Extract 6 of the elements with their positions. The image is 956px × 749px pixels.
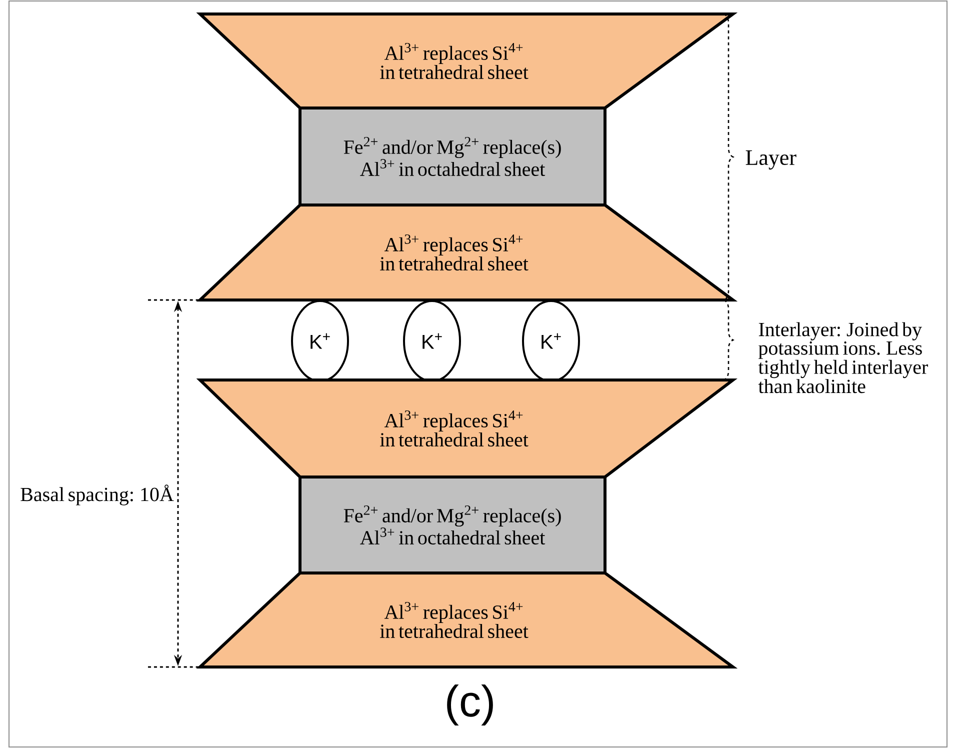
sheet-box: Fe$^{2+}$ and/or Mg$^{2+}$ replace(s) Al$^{3+}$ in octahedral sheet	[298, 476, 606, 574]
note-text: Interlayer: Joined by potassium ions. Less tightly held interlayer than kaolinite	[758, 322, 928, 394]
panel-label: (c)	[447, 684, 493, 726]
sheet-box: Fe$^{2+}$ and/or Mg$^{2+}$ replace(s) Al$^{3+}$ in octahedral sheet	[298, 106, 606, 206]
dimension-label: Basal spacing: 10Å	[20, 484, 174, 506]
brace-label: Layer	[746, 150, 796, 170]
